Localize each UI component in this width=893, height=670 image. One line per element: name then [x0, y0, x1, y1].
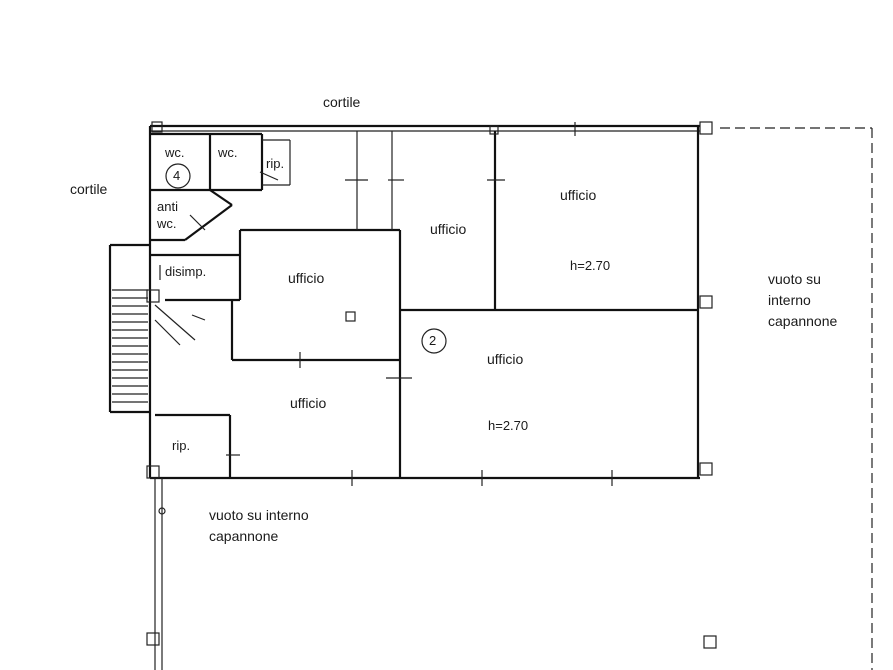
label-ufficio-bottom-left: ufficio: [290, 395, 327, 411]
label-room-number-2: 2: [429, 333, 437, 348]
room-number-4-circle: [165, 163, 191, 189]
label-ufficio-mid: ufficio: [430, 221, 467, 237]
label-disimp: disimp.: [165, 264, 207, 279]
label-ufficio-top-right: ufficio: [560, 187, 597, 203]
interior-walls: [108, 131, 698, 478]
label-rip-bottom: rip.: [172, 438, 191, 453]
label-wc-1: wc.: [165, 145, 185, 160]
label-height-right: h=2.70: [488, 418, 529, 433]
label-rip-top: rip.: [266, 156, 285, 171]
capannone-outline: [154, 127, 873, 670]
label-cortile-top: cortile: [323, 94, 361, 110]
label-ufficio-right: ufficio: [487, 351, 524, 367]
column-symbols: [146, 121, 717, 649]
label-vuoto-right-3: capannone: [768, 313, 838, 329]
label-wc-2: wc.: [218, 145, 238, 160]
label-vuoto-bottom-2: capannone: [209, 528, 279, 544]
label-height-top-right: h=2.70: [570, 258, 611, 273]
staircase: [112, 289, 196, 403]
label-vuoto-right-1: vuoto su: [768, 271, 821, 287]
label-ufficio-center: ufficio: [288, 270, 325, 286]
label-anti-wc: wc.: [157, 216, 177, 231]
label-cortile-left: cortile: [70, 181, 108, 197]
label-anti: anti: [157, 199, 178, 214]
label-room-number-4: 4: [173, 168, 181, 183]
door-marks: [159, 122, 613, 486]
label-vuoto-right-2: interno: [768, 292, 811, 308]
label-vuoto-bottom-1: vuoto su interno: [209, 507, 309, 523]
room-number-2-circle: [421, 328, 447, 354]
